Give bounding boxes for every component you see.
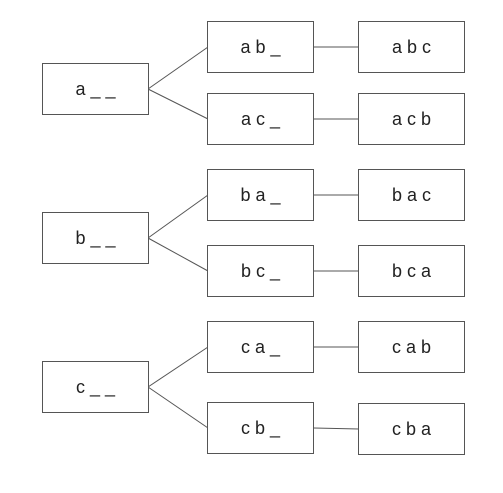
partial-node-cb: c b _	[207, 402, 314, 454]
partial-node-bc: b c _	[207, 245, 314, 297]
partial-node-ac: a c _	[207, 93, 314, 145]
connector-root-c-to-ca	[147, 346, 209, 388]
result-node-cba: c b a	[358, 403, 465, 455]
result-node-cab: c a b	[358, 321, 465, 373]
connector-root-b-to-bc	[147, 237, 209, 272]
root-node-a: a _ _	[42, 63, 149, 115]
partial-node-ca: c a _	[207, 321, 314, 373]
connector-cb-to-cba	[313, 427, 360, 430]
partial-node-ba: b a _	[207, 169, 314, 221]
connector-root-a-to-ac	[147, 88, 209, 120]
result-node-acb: a c b	[358, 93, 465, 145]
root-node-c: c _ _	[42, 361, 149, 413]
connector-root-c-to-cb	[147, 386, 209, 429]
connector-root-a-to-ab	[147, 46, 209, 90]
result-node-bac: b a c	[358, 169, 465, 221]
partial-node-ab: a b _	[207, 21, 314, 73]
root-node-b: b _ _	[42, 212, 149, 264]
connector-root-b-to-ba	[147, 194, 209, 239]
result-node-bca: b c a	[358, 245, 465, 297]
result-node-abc: a b c	[358, 21, 465, 73]
